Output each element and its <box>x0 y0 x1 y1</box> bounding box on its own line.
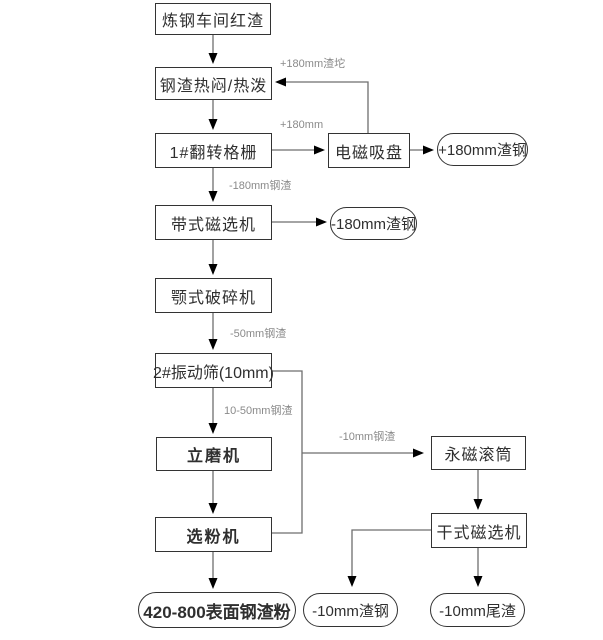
node-magnetic-chuck: 电磁吸盘 <box>328 133 410 168</box>
edge-label-minus180-slag: -180mm钢渣 <box>229 180 292 192</box>
node-permanent-magnet-drum: 永磁滚筒 <box>431 436 526 470</box>
terminal-surface-slag-powder: 420-800表面钢渣粉 <box>138 592 296 628</box>
edge-label-minus10-slag: -10mm钢渣 <box>339 431 396 443</box>
terminal-minus10-slag-steel: -10mm渣钢 <box>303 593 398 627</box>
node-vibrating-screen: 2#振动筛(10mm) <box>153 353 274 388</box>
node-jaw-crusher: 颚式破碎机 <box>155 278 272 313</box>
terminal-plus180-slag-steel: +180mm渣钢 <box>437 133 528 166</box>
node-vertical-mill: 立磨机 <box>156 437 272 471</box>
node-red-slag: 炼钢车间红渣 <box>155 3 271 35</box>
node-dry-magnetic-separator: 干式磁选机 <box>431 513 527 548</box>
edge-label-minus50-slag: -50mm钢渣 <box>230 328 287 340</box>
edge-label-10-50-slag: 10-50mm钢渣 <box>224 405 293 417</box>
node-hot-braising: 钢渣热闷/热泼 <box>155 67 272 100</box>
edge-label-plus180-lump: +180mm渣坨 <box>280 58 346 70</box>
node-powder-classifier: 选粉机 <box>155 517 272 552</box>
node-belt-magnetic-separator: 带式磁选机 <box>155 205 272 240</box>
edge-label-plus180: +180mm <box>280 119 324 131</box>
terminal-minus180-slag-steel: -180mm渣钢 <box>330 207 417 240</box>
node-flip-grid: 1#翻转格栅 <box>155 133 272 168</box>
terminal-minus10-tailings: -10mm尾渣 <box>430 593 525 627</box>
